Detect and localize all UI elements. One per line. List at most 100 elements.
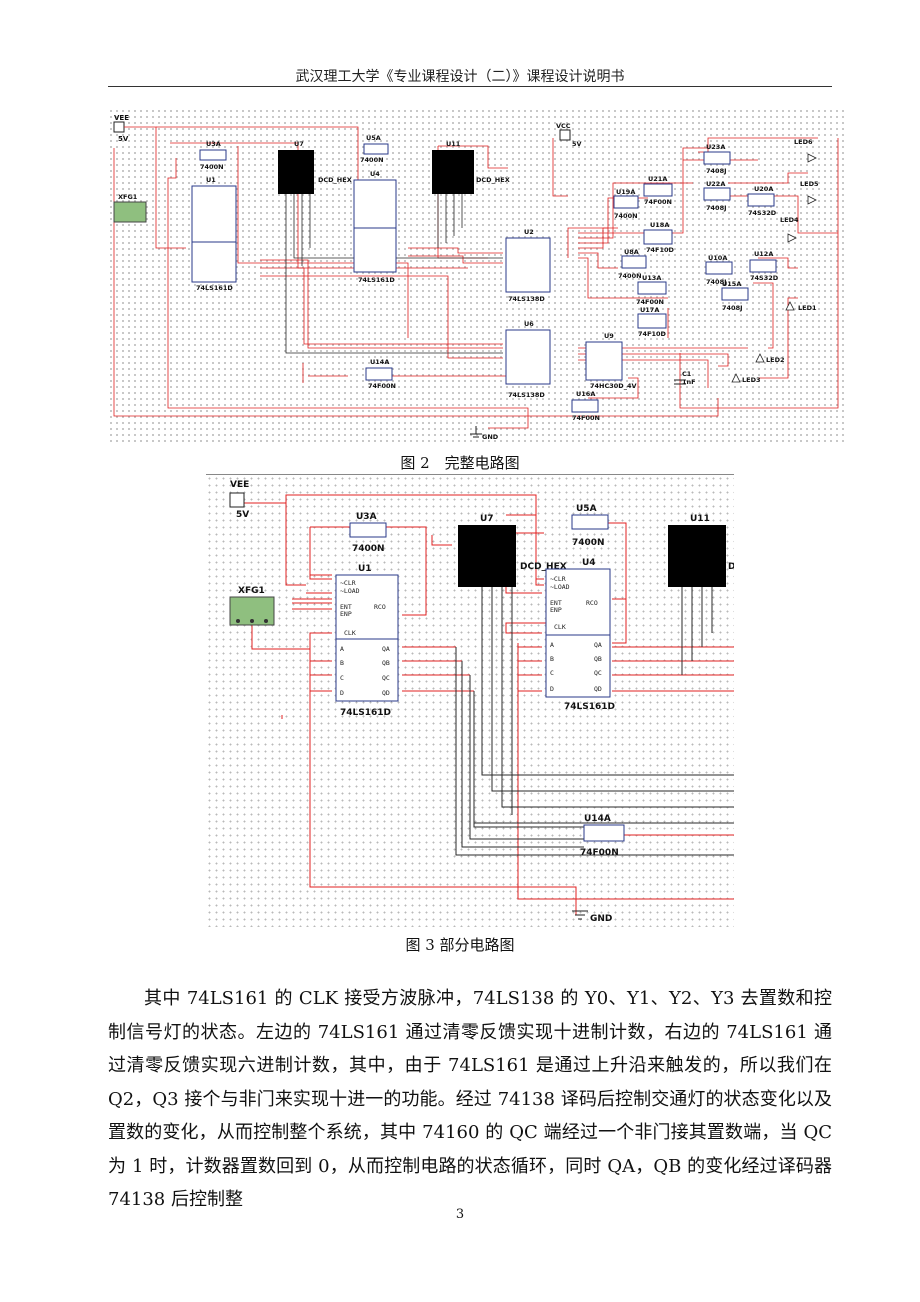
header-rule (108, 86, 832, 87)
u3a-label: U3A (206, 140, 221, 148)
u17a-gate (637, 313, 667, 329)
u10a-type: 7408J (706, 278, 727, 286)
partial-circuit-schematic: VEE 5V U3A 7400N U1 ~CLR ~LOAD ENT ENP R… (229, 480, 734, 924)
vee-label: VEE (230, 480, 249, 490)
led3-icon (731, 373, 741, 383)
u3a-label: U3A (356, 512, 377, 522)
u18a-type: 74F10D (646, 246, 675, 254)
u8a-type: 7400N (618, 272, 642, 280)
u16a-label: U16A (576, 390, 595, 398)
u1-pin-clk: CLK (344, 629, 356, 637)
u23a-gate (703, 151, 731, 165)
u22a-label: U22A (706, 180, 725, 188)
u17a-label: U17A (640, 306, 659, 314)
u1-pin-qb: QB (382, 659, 390, 667)
u1-pin-a: A (340, 645, 344, 653)
u11-hex-display (668, 525, 726, 587)
u1-chip (191, 185, 237, 243)
gnd-label: GND (482, 433, 499, 441)
u5a-type: 7400N (360, 156, 384, 164)
xfg-label: XFG1 (238, 586, 265, 596)
u11-label: U11 (446, 140, 461, 148)
led6-label: LED6 (794, 138, 813, 146)
u11-label: U11 (690, 514, 710, 524)
u4-pin-c: C (550, 669, 554, 677)
u1-pin-qc: QC (382, 674, 390, 682)
u1-type: 74LS161D (340, 708, 391, 718)
vcc-label: VCC (556, 122, 571, 130)
u21a-type: 74F00N (644, 198, 672, 206)
led5-label: LED5 (800, 180, 819, 188)
u23a-type: 7408J (706, 167, 727, 175)
u12a-label: U12A (754, 250, 773, 258)
u19a-label: U19A (616, 188, 635, 196)
u23a-label: U23A (706, 143, 725, 151)
u12a-gate (749, 259, 777, 273)
figure-partial-circuit: VEE 5V U3A 7400N U1 ~CLR ~LOAD ENT ENP R… (206, 474, 734, 927)
u1-pin-d: D (340, 689, 344, 697)
u6-type: 74LS138D (508, 391, 545, 399)
led1-icon (785, 301, 795, 311)
u4-chip (545, 568, 611, 636)
u7-label: U7 (480, 514, 494, 524)
u1-outputs (335, 638, 399, 702)
u11-d: D (728, 562, 734, 572)
u13a-type: 74F00N (636, 298, 664, 306)
u9-gate (585, 341, 623, 381)
u4-pin-ent: ENT (550, 599, 562, 607)
u1-label: U1 (206, 176, 216, 184)
u21a-label: U21A (648, 175, 667, 183)
vee-value: 5V (236, 510, 249, 520)
u4-pin-qa: QA (594, 641, 602, 649)
u11-hex-display (432, 150, 474, 194)
u4-pin-a: A (550, 641, 554, 649)
u14a-type: 74F00N (368, 382, 396, 390)
u1-pin-rco: RCO (374, 603, 386, 611)
u18a-gate (643, 229, 673, 245)
u2-label: U2 (524, 228, 534, 236)
u14a-gate (583, 824, 625, 842)
u1-pin-c: C (340, 674, 344, 682)
u1-pin-qa: QA (382, 645, 390, 653)
u5a-type: 7400N (572, 538, 605, 548)
u4-pin-qb: QB (594, 655, 602, 663)
u4-outputs (353, 227, 397, 273)
u12a-type: 74S32D (750, 274, 779, 282)
led1-label: LED1 (798, 304, 817, 312)
vee-label: VEE (114, 114, 129, 122)
figure3-caption: 图 3 部分电路图 (405, 936, 515, 954)
u4-type: 74LS161D (564, 702, 615, 712)
led4-icon (787, 233, 797, 243)
u7-hex-display (458, 525, 516, 587)
u22a-type: 7408J (706, 204, 727, 212)
u5a-label: U5A (366, 134, 381, 142)
page-header: 武汉理工大学《专业课程设计（二）》课程设计说明书 (295, 69, 625, 85)
page-number: 3 (455, 1207, 465, 1222)
u9-label: U9 (604, 332, 614, 340)
u9-type: 74HC30D_4V (590, 382, 637, 390)
u5a-label: U5A (576, 504, 597, 514)
u4-pin-enp: ENP (550, 606, 562, 614)
u4-type: 74LS161D (358, 276, 395, 284)
u16a-type: 74F00N (572, 414, 600, 422)
u14a-label: U14A (370, 358, 389, 366)
u1-pin-load: ~LOAD (340, 587, 360, 595)
u15a-label: U15A (722, 280, 741, 288)
u6-chip (505, 329, 551, 385)
u14a-type: 74F00N (580, 848, 619, 858)
u4-label: U4 (370, 170, 380, 178)
vee-source-icon (229, 492, 245, 508)
xfg-label: XFG1 (118, 193, 138, 201)
u13a-label: U13A (642, 274, 661, 282)
u14a-gate (365, 367, 393, 381)
complete-circuit-schematic: VEE 5V (113, 114, 839, 441)
u1-pin-qd: QD (382, 689, 390, 697)
u3a-gate (349, 522, 387, 538)
u1-label: U1 (358, 564, 372, 574)
u4-pin-clr: ~CLR (550, 575, 566, 583)
function-generator-icon (113, 201, 147, 223)
u4-pin-qd: QD (594, 685, 602, 693)
figure2-caption: 图 2 完整电路图 (400, 454, 520, 472)
c1-label: C1 (682, 370, 692, 378)
u10a-gate (705, 261, 733, 275)
